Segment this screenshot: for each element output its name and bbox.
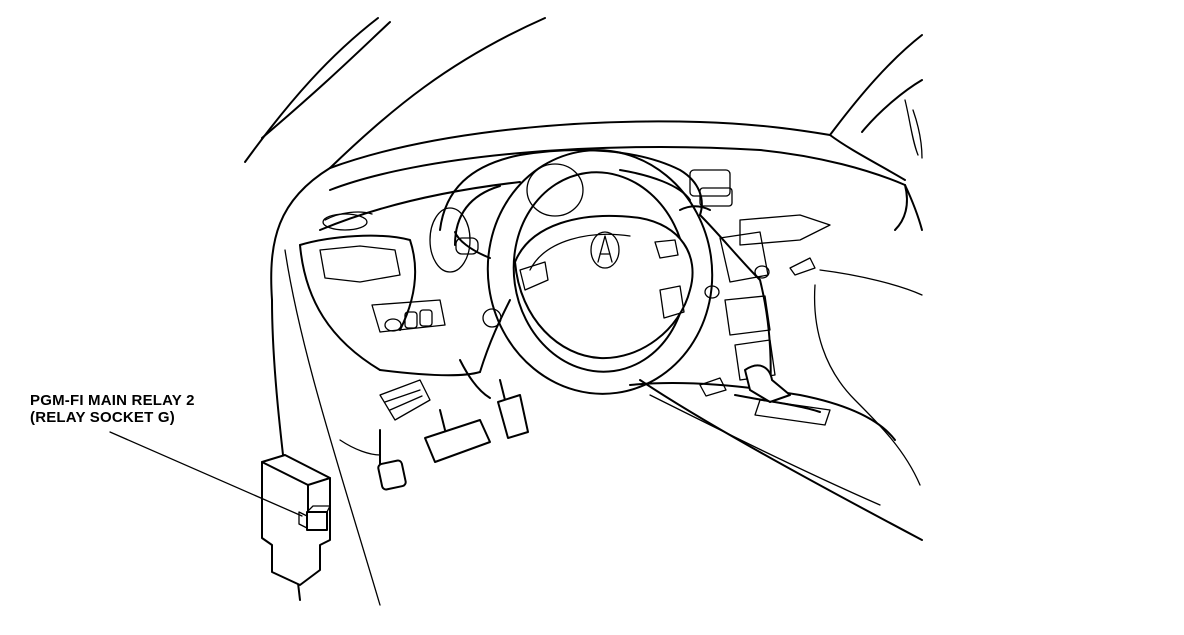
relay-socket-g [306, 511, 328, 531]
leader-line [109, 431, 303, 517]
instrument-cluster [429, 149, 831, 276]
a-pillar [244, 17, 546, 606]
center-console [629, 214, 896, 441]
steering-wheel [454, 149, 714, 395]
left-dash-panel [299, 234, 481, 421]
acura-logo-icon [597, 235, 613, 263]
relay-box [261, 454, 331, 586]
callout-title: PGM-FI MAIN RELAY 2 [30, 392, 195, 409]
passenger-dash [639, 184, 923, 541]
relay-callout: PGM-FI MAIN RELAY 2 (RELAY SOCKET G) [30, 392, 195, 426]
dashboard-top [319, 34, 923, 231]
callout-subtitle: (RELAY SOCKET G) [30, 409, 175, 426]
pedals [339, 299, 529, 491]
